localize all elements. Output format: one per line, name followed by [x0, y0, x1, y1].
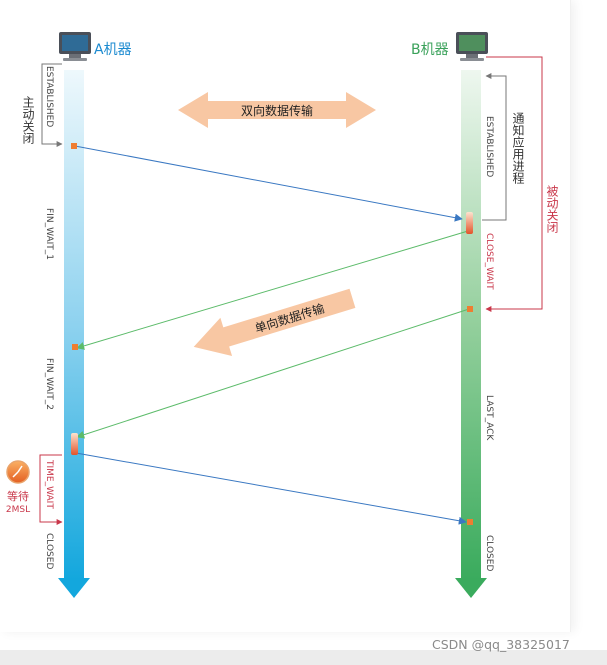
- msl-label: 2MSL: [6, 505, 30, 515]
- csdn-watermark: CSDN @qq_38325017: [432, 637, 570, 652]
- a-state-established: ESTABLISHED: [44, 66, 54, 127]
- b-state-closed: CLOSED: [484, 535, 494, 571]
- b-timeline: [455, 70, 487, 598]
- b-state-last-ack: LAST_ACK: [484, 395, 494, 441]
- a-timeline: [58, 70, 90, 598]
- a-machine-label: A机器: [94, 42, 132, 58]
- receive-marker: [72, 344, 78, 350]
- ack-b-to-a: [76, 230, 469, 350]
- wait-label: 等待: [7, 489, 29, 503]
- b-state-close-wait: CLOSE_WAIT: [484, 233, 494, 290]
- b-computer-icon: [456, 32, 488, 61]
- a-state-closed: CLOSED: [44, 533, 54, 569]
- page-bottom-bar: [0, 650, 607, 665]
- active-close-label: 主动关闭: [21, 96, 35, 145]
- ack-a-to-b: [75, 452, 467, 525]
- send-marker: [467, 306, 473, 312]
- notify-app-label: 通知应用进程: [511, 112, 525, 185]
- one-way-arrow: 单向数据传输: [193, 288, 356, 357]
- two-way-arrow: 双向数据传输: [178, 92, 376, 128]
- time-wait-bracket: [39, 454, 63, 525]
- b-state-established: ESTABLISHED: [484, 116, 494, 177]
- a-state-time-wait: TIME_WAIT: [44, 459, 54, 509]
- a-state-fin-wait-2: FIN_WAIT_2: [44, 358, 54, 410]
- passive-close-label: 被动关闭: [545, 185, 559, 234]
- notify-app-bracket: [482, 73, 507, 221]
- receive-marker: [467, 519, 473, 525]
- receive-marker: [71, 433, 78, 455]
- b-machine-label: B机器: [411, 42, 449, 58]
- active-close-bracket: [41, 63, 63, 147]
- two-way-label: 双向数据传输: [241, 103, 313, 118]
- a-state-fin-wait-1: FIN_WAIT_1: [44, 208, 54, 260]
- passive-close-bracket: [485, 56, 543, 312]
- fin-b-to-a: [76, 308, 470, 439]
- fin-a-to-b: [74, 145, 463, 222]
- clock-icon: [6, 460, 30, 484]
- send-marker: [71, 143, 77, 149]
- receive-marker: [466, 212, 473, 234]
- a-computer-icon: [59, 32, 91, 61]
